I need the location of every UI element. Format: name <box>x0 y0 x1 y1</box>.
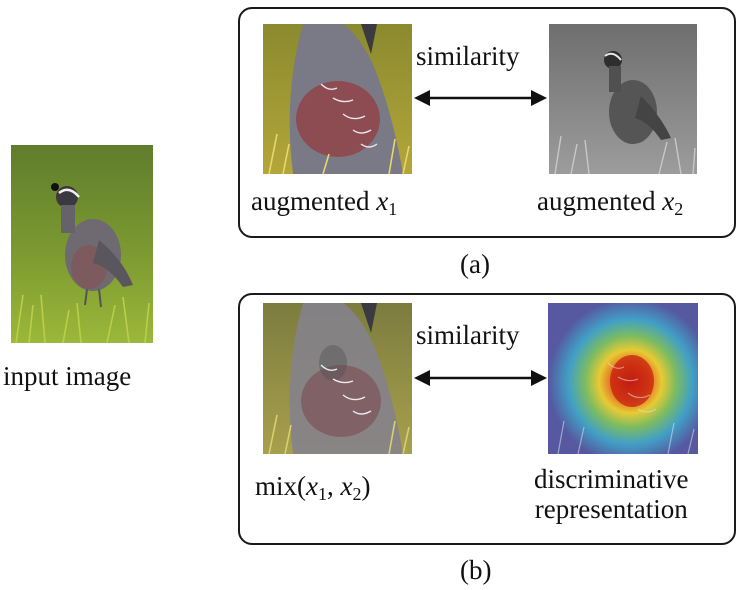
panel-b-label: (b) <box>460 555 492 585</box>
discriminative-caption: discriminative representation <box>534 464 689 524</box>
input-image <box>11 145 153 343</box>
augmented-x2-caption: augmented x2 <box>537 186 684 219</box>
heatmap-image <box>548 303 698 454</box>
mixed-image <box>263 303 412 454</box>
input-image-label: input image <box>3 361 132 391</box>
panel-b <box>238 293 736 545</box>
augmented-image-1 <box>263 24 412 174</box>
augmented-image-2 <box>549 24 697 174</box>
mix-caption: mix(x1, x2) <box>255 471 371 504</box>
panel-a <box>238 7 736 238</box>
similarity-arrow-b <box>414 370 547 386</box>
panel-a-label: (a) <box>460 249 490 279</box>
augmented-x1-caption: augmented x1 <box>251 186 398 219</box>
similarity-label-a: similarity <box>416 41 520 71</box>
similarity-arrow-a <box>414 90 547 106</box>
similarity-label-b: similarity <box>416 320 520 350</box>
